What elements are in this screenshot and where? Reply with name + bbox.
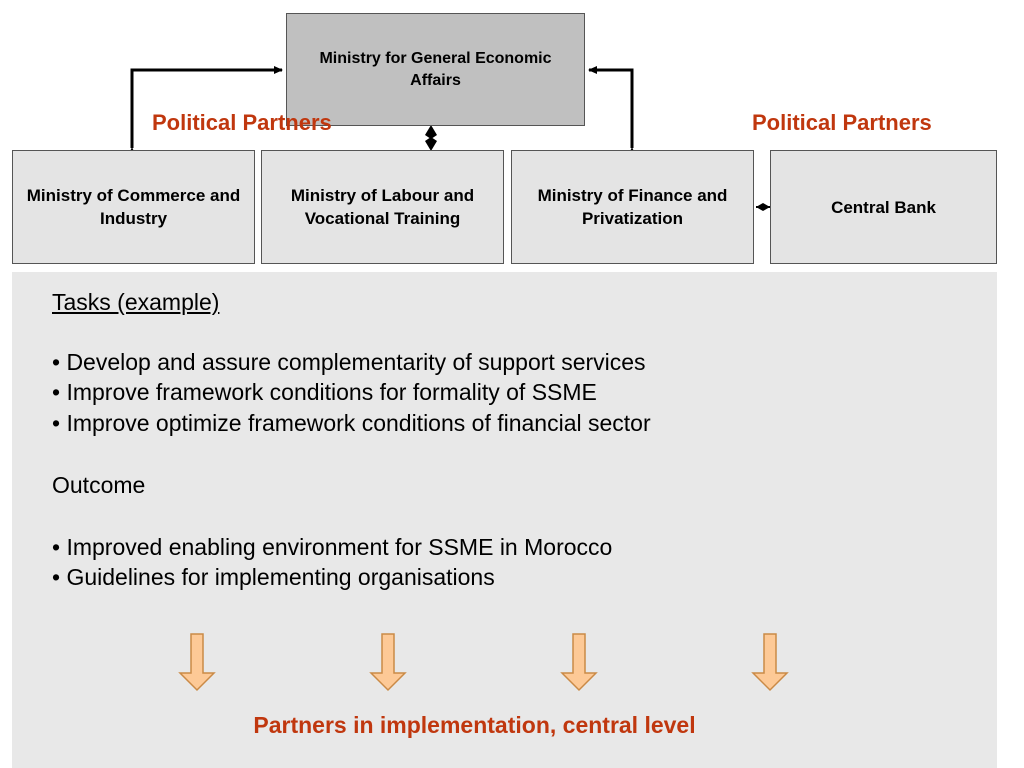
task-item: • Improve optimize framework conditions … [52,410,651,436]
box-label: Ministry of Labour and Vocational Traini… [290,186,475,228]
outcome-item: • Guidelines for implementing organisati… [52,564,495,590]
outcome-heading: Outcome [52,472,146,498]
political-partners-label-right: Political Partners [752,110,932,135]
outcome-item: • Improved enabling environment for SSME… [52,534,613,560]
box-finance-privatization: Ministry of Finance and Privatization [511,150,754,264]
box-label: Ministry of Commerce and Industry [26,186,241,228]
box-label: Ministry of Finance and Privatization [537,186,728,228]
task-item: • Improve framework conditions for forma… [52,379,597,405]
double-arrow-icon [425,125,437,151]
box-central-bank: Central Bank [770,150,997,264]
down-arrows [178,633,789,692]
tasks-outcome-panel: Tasks (example) • Develop and assure com… [12,272,997,768]
box-labour-vocational: Ministry of Labour and Vocational Traini… [261,150,504,264]
box-commerce-industry: Ministry of Commerce and Industry [12,150,255,264]
connector-top-to-commerce [128,66,283,156]
box-general-economic-affairs: Ministry for General Economic Affairs [286,13,585,126]
down-arrow-icon [178,633,216,692]
box-label: Ministry for General Economic Affairs [319,49,552,89]
down-arrow-icon [369,633,407,692]
task-item: • Develop and assure complementarity of … [52,349,646,375]
footer-partners-label: Partners in implementation, central leve… [253,712,696,738]
down-arrow-icon [751,633,789,692]
box-label: Central Bank [831,197,936,217]
diamond-icon [756,203,770,211]
tasks-heading: Tasks (example) [52,289,220,315]
connector-top-to-finance [588,66,636,156]
down-arrow-icon [560,633,598,692]
political-partners-label-left: Political Partners [152,110,332,135]
